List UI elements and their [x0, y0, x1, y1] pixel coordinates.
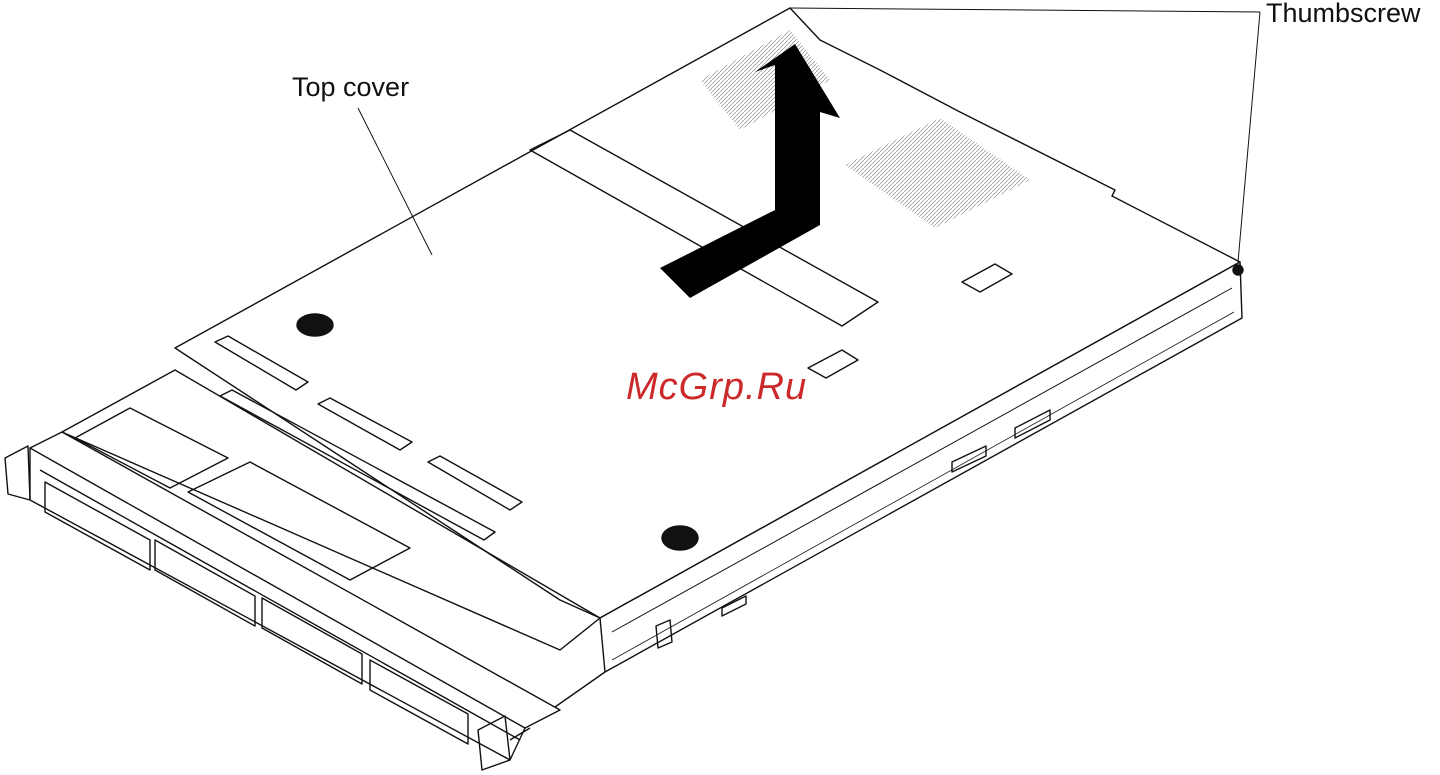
cover-grip-rear: [297, 314, 333, 336]
leader-thumbscrew-side: [1238, 12, 1260, 262]
thumbscrew-label: Thumbscrew: [1266, 0, 1421, 29]
leader-thumbscrew-top: [790, 8, 1260, 12]
watermark-text: McGrp.Ru: [626, 366, 807, 409]
right-handle: [478, 716, 510, 770]
top-cover-label: Top cover: [292, 72, 409, 103]
left-handle: [5, 446, 30, 500]
drive-bays: [45, 482, 468, 744]
cover-grip-front: [662, 526, 698, 550]
thumbscrew: [1233, 265, 1243, 275]
